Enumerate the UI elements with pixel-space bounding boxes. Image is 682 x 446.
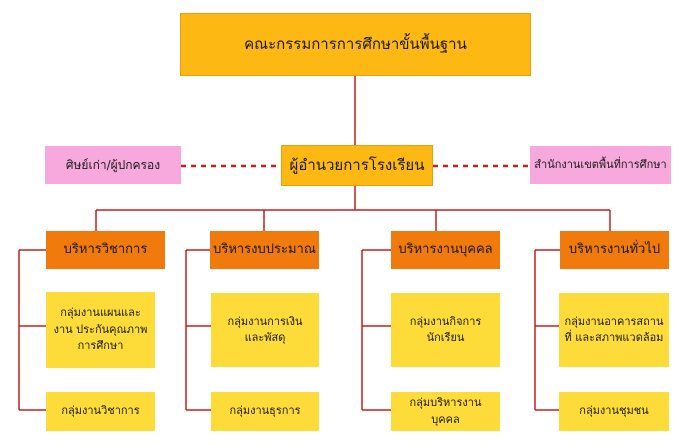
budget-admin-box: บริหารงบประมาณ <box>210 231 319 269</box>
general-admin-label: บริหารงานทั่วไป <box>568 242 661 258</box>
planning-quality-group-label: กลุ่มงานแผนและงาน ประกันคุณภาพ การศึกษา <box>53 306 148 353</box>
student-affairs-group-label: กลุ่มงานกิจการ นักเรียน <box>409 314 482 345</box>
clerical-group-box: กลุ่มงานธุรการ <box>211 392 319 431</box>
building-environment-group-box: กลุ่มงานอาคารสถานที่ และสภาพแวดล้อม <box>559 293 669 367</box>
community-group-label: กลุ่มงานชุมชน <box>579 404 649 418</box>
alumni-parents-box: ศิษย์เก่า/ผู้ปกครอง <box>45 146 181 184</box>
basic-education-board-label: คณะกรรมการการศึกษาขั้นพื้นฐาน <box>244 35 467 54</box>
area-education-office-box: สำนักงานเขตพื้นที่การศึกษา <box>530 146 671 184</box>
academic-group-box: กลุ่มงานวิชาการ <box>46 392 155 431</box>
academic-admin-box: บริหารวิชาการ <box>46 231 165 269</box>
student-affairs-group-box: กลุ่มงานกิจการ นักเรียน <box>391 293 500 367</box>
clerical-group-label: กลุ่มงานธุรการ <box>229 404 301 418</box>
area-education-office-label: สำนักงานเขตพื้นที่การศึกษา <box>534 157 667 171</box>
building-environment-group-label: กลุ่มงานอาคารสถานที่ และสภาพแวดล้อม <box>564 314 664 345</box>
academic-group-label: กลุ่มงานวิชาการ <box>61 404 140 418</box>
school-director-label: ผู้อำนวยการโรงเรียน <box>289 156 425 175</box>
alumni-parents-label: ศิษย์เก่า/ผู้ปกครอง <box>65 158 161 172</box>
planning-quality-group-box: กลุ่มงานแผนและงาน ประกันคุณภาพ การศึกษา <box>46 292 155 368</box>
personnel-group-box: กลุ่มบริหารงานบุคคล <box>391 392 500 431</box>
personnel-admin-box: บริหารงานบุคคล <box>391 231 500 269</box>
personnel-admin-label: บริหารงานบุคคล <box>398 242 493 258</box>
finance-procurement-group-box: กลุ่มงานการเงิน และพัสดุ <box>211 293 319 367</box>
basic-education-board-box: คณะกรรมการการศึกษาขั้นพื้นฐาน <box>180 13 531 76</box>
school-director-box: ผู้อำนวยการโรงเรียน <box>281 145 433 186</box>
budget-admin-label: บริหารงบประมาณ <box>213 242 316 258</box>
general-admin-box: บริหารงานทั่วไป <box>560 231 669 269</box>
finance-procurement-group-label: กลุ่มงานการเงิน และพัสดุ <box>227 314 303 345</box>
community-group-box: กลุ่มงานชุมชน <box>559 392 669 431</box>
personnel-group-label: กลุ่มบริหารงานบุคคล <box>409 396 482 426</box>
academic-admin-label: บริหารวิชาการ <box>63 242 148 258</box>
